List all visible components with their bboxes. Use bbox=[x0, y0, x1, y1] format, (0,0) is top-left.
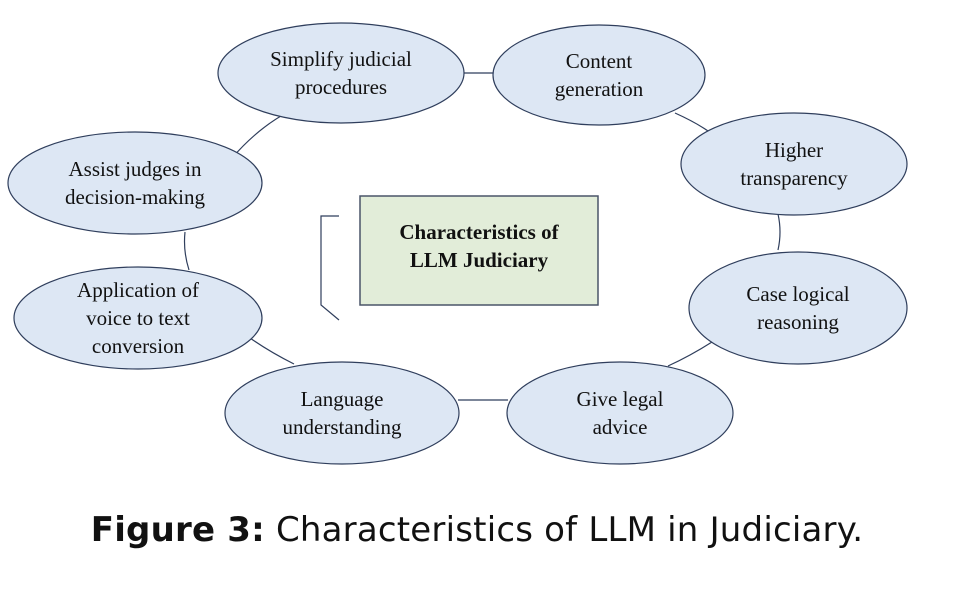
node-label-line: understanding bbox=[283, 415, 402, 439]
figure-label: Figure 3: bbox=[90, 510, 265, 550]
connectors bbox=[183, 72, 781, 401]
node-label-line: Content bbox=[566, 49, 633, 73]
node-label-line: decision-making bbox=[65, 185, 205, 209]
node-label-line: conversion bbox=[92, 334, 185, 358]
node-ellipse bbox=[217, 22, 465, 124]
node-label-line: Application of bbox=[77, 278, 199, 302]
node-voice-to-text-conversion: Application of voice to text conversion bbox=[13, 266, 263, 370]
figure-caption: Figure 3: Characteristics of LLM in Judi… bbox=[0, 510, 954, 550]
node-label-line: Give legal bbox=[577, 387, 664, 411]
center-box: Characteristics of LLM Judiciary bbox=[359, 195, 599, 306]
node-label-line: transparency bbox=[740, 166, 848, 190]
connector-content-transparency bbox=[674, 112, 709, 132]
center-title-line-1: Characteristics of bbox=[399, 220, 559, 244]
node-label-line: Simplify judicial bbox=[270, 47, 412, 71]
center-bracket bbox=[320, 215, 340, 321]
figure-caption-text: Characteristics of LLM in Judiciary. bbox=[264, 510, 864, 550]
node-label-line: Language bbox=[301, 387, 384, 411]
node-higher-transparency: Higher transparency bbox=[680, 112, 908, 216]
node-label-line: advice bbox=[593, 415, 648, 439]
connector-language-voice bbox=[249, 337, 295, 365]
connector-voice-assist bbox=[183, 231, 190, 271]
node-ellipse bbox=[224, 361, 460, 465]
node-label-line: Assist judges in bbox=[68, 157, 202, 181]
node-label-line: generation bbox=[555, 77, 644, 101]
node-simplify-judicial-procedures: Simplify judicial procedures bbox=[217, 22, 465, 124]
node-ellipse bbox=[13, 266, 263, 370]
node-label-line: voice to text bbox=[86, 306, 190, 330]
node-label-line: procedures bbox=[295, 75, 387, 99]
node-case-logical-reasoning: Case logical reasoning bbox=[688, 251, 908, 365]
node-content-generation: Content generation bbox=[492, 24, 706, 126]
node-ellipse bbox=[492, 24, 706, 126]
node-give-legal-advice: Give legal advice bbox=[506, 361, 734, 465]
node-ellipse bbox=[7, 131, 263, 235]
nodes: Simplify judicial procedures Content genera… bbox=[7, 22, 908, 465]
node-assist-judges: Assist judges in decision-making bbox=[7, 131, 263, 235]
node-ellipse bbox=[506, 361, 734, 465]
node-ellipse bbox=[688, 251, 908, 365]
center-title-line-2: LLM Judiciary bbox=[410, 248, 549, 272]
connector-transparency-reasoning bbox=[777, 213, 781, 251]
node-ellipse bbox=[680, 112, 908, 216]
node-label-line: Higher bbox=[765, 138, 823, 162]
node-label-line: reasoning bbox=[757, 310, 839, 334]
connector-reasoning-advice bbox=[667, 341, 713, 367]
connector-assist-simplify bbox=[231, 111, 289, 159]
node-language-understanding: Language understanding bbox=[224, 361, 460, 465]
node-label-line: Case logical bbox=[746, 282, 849, 306]
characteristics-diagram: Simplify judicial procedures Content genera… bbox=[7, 22, 908, 465]
